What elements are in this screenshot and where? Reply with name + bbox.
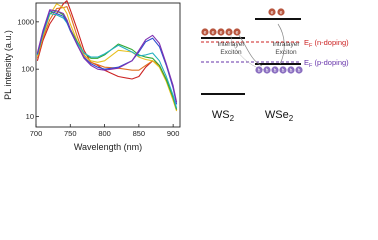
x-tick-label: 750: [64, 129, 77, 138]
hole-dot: [295, 66, 303, 74]
x-tick-label: 850: [133, 129, 146, 138]
hole-dot: [255, 66, 263, 74]
y-tick-label: 100: [21, 65, 34, 74]
x-tick-label: 700: [30, 129, 43, 138]
wse2-label: WSe2: [265, 109, 294, 123]
hole-symbol: h: [290, 68, 293, 74]
series-line-3: [36, 3, 178, 112]
hole-dot: [279, 66, 287, 74]
intralayer-exciton-arc: [277, 23, 285, 65]
hole-dot: [263, 66, 271, 74]
electron-dot: [217, 28, 225, 36]
electron-dot: [225, 28, 233, 36]
fermi-label-p: EF (p-doping): [304, 58, 349, 69]
hole-dot: [271, 66, 279, 74]
electron-dot: [268, 8, 276, 16]
series-line-4: [36, 10, 178, 110]
electron-dot: [201, 28, 209, 36]
hole-dot: [287, 66, 295, 74]
electron-symbol: e: [220, 30, 223, 36]
hole-symbol: h: [282, 68, 285, 74]
electron-symbol: e: [280, 10, 283, 16]
hole-symbol: h: [258, 68, 261, 74]
y-tick-label: 1000: [17, 17, 34, 26]
hole-symbol: h: [274, 68, 277, 74]
intralayer-label-line2: Exciton: [275, 49, 297, 56]
electron-symbol: e: [236, 30, 239, 36]
x-tick-label: 800: [98, 129, 111, 138]
hole-symbol: h: [266, 68, 269, 74]
fermi-label-n: EF (n-doping): [304, 38, 349, 49]
electron-symbol: e: [212, 30, 215, 36]
series-line-6: [36, 10, 178, 105]
interlayer-label-line1: Interlayer: [217, 41, 245, 48]
ws2-label: WS2: [212, 109, 235, 123]
plot-frame: [35, 2, 181, 128]
series-line-1: [36, 0, 178, 110]
interlayer-exciton-arc: [237, 33, 263, 67]
electron-dot: [209, 28, 217, 36]
x-axis-label: Wavelength (nm): [74, 142, 142, 152]
series-line-7: [36, 9, 178, 103]
electron-symbol: e: [271, 10, 274, 16]
y-axis-label: PL intensity (a.u.): [3, 30, 13, 100]
figure: 700 750 800 850 900 10 100 1000 Wavelength (nm…: [3, 0, 349, 152]
electron-symbol: e: [228, 30, 231, 36]
x-tick-layer: 700 750 800 850 900: [30, 124, 180, 138]
series-line-2: [36, 6, 178, 110]
series-line-5: [36, 12, 178, 109]
electron-symbol: e: [204, 30, 207, 36]
series-layer: [36, 0, 178, 112]
hole-symbol: h: [298, 68, 301, 74]
interlayer-label-line2: Exciton: [220, 49, 242, 56]
x-tick-label: 900: [167, 129, 180, 138]
intralayer-label-line1: Intralayer: [272, 41, 300, 48]
y-tick-label: 10: [26, 112, 34, 121]
y-tick-layer: 10 100 1000: [17, 17, 39, 121]
pl-chart: 700 750 800 850 900 10 100 1000 Wavelength (nm…: [3, 0, 181, 152]
electron-dot: [233, 28, 241, 36]
electron-dot: [277, 8, 285, 16]
